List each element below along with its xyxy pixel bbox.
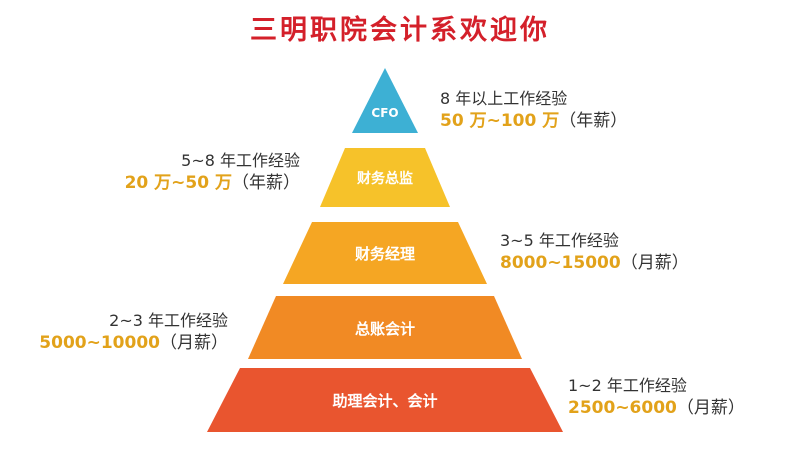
annotation-finance-director: 5~8 年工作经验 20 万~50 万（年薪） bbox=[125, 150, 300, 195]
tier-finance-director-label: 财务总监 bbox=[356, 170, 413, 187]
tier-assistant-accountant-label: 助理会计、会计 bbox=[332, 392, 437, 410]
tier-cfo-label: CFO bbox=[371, 106, 398, 120]
annotation-cfo-salary-unit: （年薪） bbox=[559, 110, 628, 131]
annotation-finance-director-experience: 5~8 年工作经验 bbox=[181, 151, 300, 170]
tier-general-ledger-accountant-label: 总账会计 bbox=[355, 320, 415, 338]
tier-cfo-shape bbox=[352, 68, 418, 133]
tier-finance-director-shape bbox=[320, 148, 450, 207]
annotation-finance-manager-experience: 3~5 年工作经验 bbox=[500, 231, 619, 250]
annotation-finance-manager-salary-unit: （月薪） bbox=[620, 252, 689, 273]
annotation-assistant-accountant-salary: 2500~6000 bbox=[568, 397, 677, 418]
annotation-finance-director-salary: 20 万~50 万 bbox=[124, 172, 232, 193]
page-title: 三明职院会计系欢迎你 bbox=[250, 15, 550, 46]
annotation-cfo: 8 年以上工作经验 50 万~100 万（年薪） bbox=[440, 88, 627, 133]
tier-finance-manager-label: 财务经理 bbox=[355, 245, 415, 263]
annotation-general-ledger-accountant-experience: 2~3 年工作经验 bbox=[109, 311, 228, 330]
annotation-assistant-accountant-salary-unit: （月薪） bbox=[676, 397, 745, 418]
annotation-general-ledger-accountant-salary-unit: （月薪） bbox=[160, 332, 228, 353]
annotation-finance-manager-salary: 8000~15000 bbox=[500, 252, 621, 273]
annotation-general-ledger-accountant: 2~3 年工作经验 5000~10000（月薪） bbox=[39, 310, 228, 355]
annotation-finance-director-salary-unit: （年薪） bbox=[232, 172, 300, 193]
annotation-assistant-accountant-experience: 1~2 年工作经验 bbox=[568, 376, 687, 395]
annotation-cfo-salary: 50 万~100 万 bbox=[440, 110, 560, 131]
annotation-cfo-experience: 8 年以上工作经验 bbox=[440, 89, 568, 108]
annotation-general-ledger-accountant-salary: 5000~10000 bbox=[39, 332, 160, 353]
tier-general-ledger-accountant-shape bbox=[248, 296, 522, 359]
annotation-assistant-accountant: 1~2 年工作经验 2500~6000（月薪） bbox=[568, 375, 745, 420]
tier-finance-manager-shape bbox=[283, 222, 487, 284]
annotation-finance-manager: 3~5 年工作经验 8000~15000（月薪） bbox=[500, 230, 689, 275]
tier-assistant-accountant-shape bbox=[207, 368, 563, 432]
